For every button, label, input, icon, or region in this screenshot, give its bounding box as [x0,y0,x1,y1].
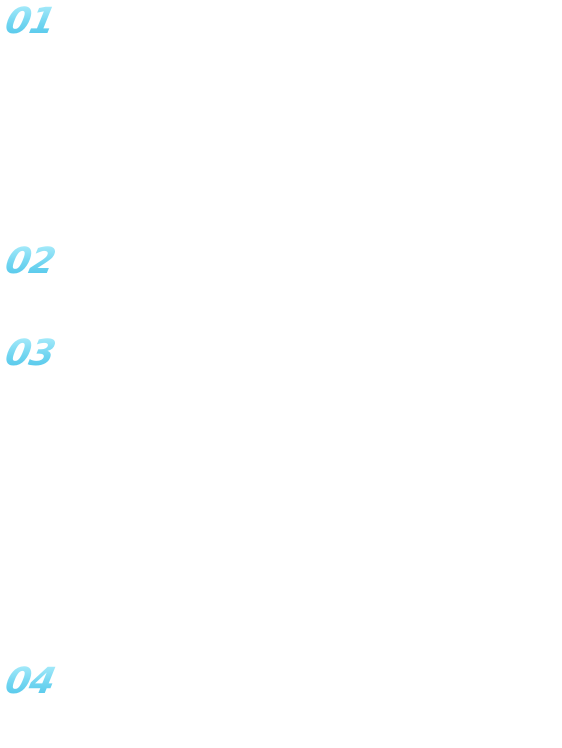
step-number-02: 02 [1,241,59,282]
step-number-01: 01 [1,1,59,42]
step-number-03: 03 [1,333,59,374]
step-number-04: 04 [1,661,59,702]
